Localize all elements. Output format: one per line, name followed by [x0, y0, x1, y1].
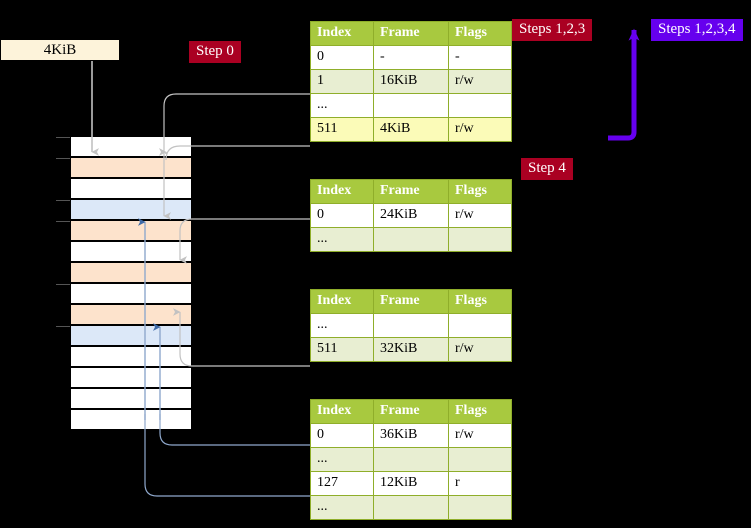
- memory-block-10: [71, 346, 191, 367]
- memory-block-2: [71, 178, 191, 199]
- frame-cell: 12KiB: [373, 471, 449, 496]
- column-header-flags: Flags: [448, 21, 512, 46]
- memory-block-12: [71, 388, 191, 409]
- memory-block-4: [71, 220, 191, 241]
- column-header-flags: Flags: [448, 399, 512, 424]
- table-row: ...: [310, 93, 512, 118]
- table-row: ...: [310, 313, 512, 338]
- index-cell: 1: [310, 69, 374, 94]
- memory-block-5: [71, 241, 191, 262]
- table-row: ...: [310, 447, 512, 472]
- memory-block-3: [71, 199, 191, 220]
- table-row: ...: [310, 227, 512, 252]
- connector-l2-511-out: [173, 308, 310, 367]
- memory-tick-5: [56, 326, 70, 327]
- memory-tick-2: [56, 200, 70, 201]
- index-cell: ...: [310, 495, 374, 520]
- flags-cell: r/w: [448, 337, 512, 362]
- memory-block-0: [71, 136, 191, 157]
- frame-cell: [373, 93, 449, 118]
- column-header-flags: Flags: [448, 289, 512, 314]
- frame-cell: [373, 495, 449, 520]
- column-header-frame: Frame: [373, 179, 449, 204]
- badge-step-4: Step 4: [521, 158, 573, 181]
- column-header-index: Index: [310, 179, 374, 204]
- frame-cell: [373, 313, 449, 338]
- index-cell: ...: [310, 447, 374, 472]
- flags-cell: r/w: [448, 423, 512, 448]
- frame-cell: 4KiB: [373, 117, 449, 142]
- memory-block-8: [71, 304, 191, 325]
- index-cell: 0: [310, 45, 374, 70]
- index-cell: 0: [310, 423, 374, 448]
- memory-size-label: 4KiB: [0, 39, 120, 61]
- badge-steps-1-2-3: Steps 1,2,3: [512, 19, 593, 42]
- badge-steps-1-2-3-4: Steps 1,2,3,4: [651, 19, 743, 42]
- memory-size-text: 4KiB: [43, 41, 77, 58]
- table-row: ...: [310, 495, 512, 520]
- memory-tick-1: [56, 158, 70, 159]
- column-header-flags: Flags: [448, 179, 512, 204]
- index-cell: ...: [310, 227, 374, 252]
- index-cell: 127: [310, 471, 374, 496]
- flags-cell: [448, 227, 512, 252]
- badge-step-0-text: Step 0: [196, 43, 234, 59]
- memory-block-1: [71, 157, 191, 178]
- physical-memory-column: [70, 136, 191, 430]
- frame-cell: 32KiB: [373, 337, 449, 362]
- frame-cell: [373, 227, 449, 252]
- column-header-index: Index: [310, 21, 374, 46]
- badge-step-0: Step 0: [189, 41, 241, 64]
- flags-cell: -: [448, 45, 512, 70]
- column-header-frame: Frame: [373, 399, 449, 424]
- memory-block-11: [71, 367, 191, 388]
- flags-cell: r/w: [448, 69, 512, 94]
- flags-cell: [448, 447, 512, 472]
- frame-cell: 24KiB: [373, 203, 449, 228]
- index-cell: 0: [310, 203, 374, 228]
- frame-cell: -: [373, 45, 449, 70]
- frame-cell: 36KiB: [373, 423, 449, 448]
- frame-cell: 16KiB: [373, 69, 449, 94]
- violet-bracket-arrow: [608, 28, 640, 141]
- memory-block-6: [71, 262, 191, 283]
- memory-block-9: [71, 325, 191, 346]
- index-cell: ...: [310, 313, 374, 338]
- memory-block-7: [71, 283, 191, 304]
- flags-cell: [448, 495, 512, 520]
- badge-steps-1-2-3-4-text: Steps 1,2,3,4: [658, 21, 736, 37]
- frame-cell: [373, 447, 449, 472]
- flags-cell: [448, 313, 512, 338]
- connector-l1-0-out: [179, 218, 310, 264]
- index-cell: ...: [310, 93, 374, 118]
- index-cell: 511: [310, 117, 374, 142]
- index-cell: 511: [310, 337, 374, 362]
- memory-tick-0: [56, 137, 70, 138]
- memory-block-13: [71, 409, 191, 430]
- column-header-frame: Frame: [373, 289, 449, 314]
- memory-tick-3: [56, 221, 70, 222]
- flags-cell: r/w: [448, 117, 512, 142]
- table-row: 0--: [310, 45, 512, 70]
- flags-cell: [448, 93, 512, 118]
- column-header-frame: Frame: [373, 21, 449, 46]
- column-header-index: Index: [310, 289, 374, 314]
- memory-tick-4: [56, 284, 70, 285]
- badge-steps-1-2-3-text: Steps 1,2,3: [519, 21, 586, 37]
- column-header-index: Index: [310, 399, 374, 424]
- flags-cell: r/w: [448, 203, 512, 228]
- flags-cell: r: [448, 471, 512, 496]
- badge-step-4-text: Step 4: [528, 160, 566, 176]
